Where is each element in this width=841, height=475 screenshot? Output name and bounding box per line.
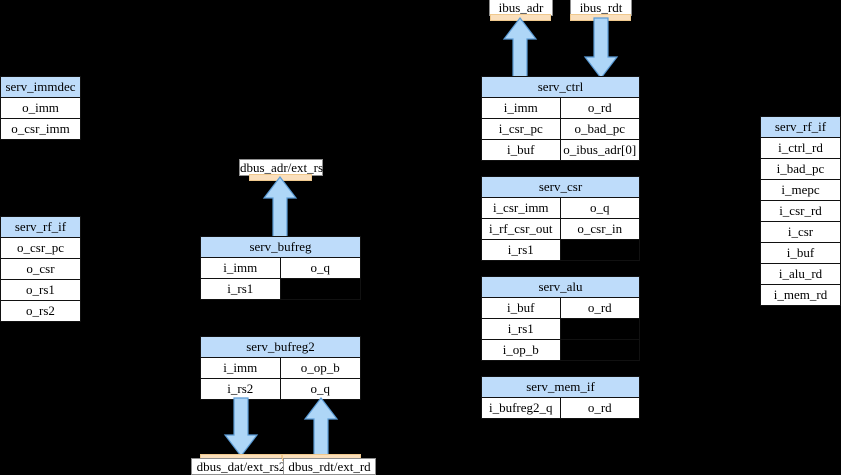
module-row: i_csr_rd [761, 201, 840, 222]
port-cell: o_q [280, 258, 360, 278]
module-serv-ctrl[interactable]: serv_ctrl i_imm o_rd i_csr_pc o_bad_pc i… [481, 76, 640, 161]
module-title: serv_bufreg [201, 237, 360, 258]
port-cell: i_imm [201, 258, 281, 278]
module-row: i_csr [761, 222, 840, 243]
port-cell: o_rd [560, 298, 639, 318]
dbus-adr-arrow [262, 176, 298, 239]
port-cell: o_imm [1, 98, 80, 118]
module-row: i_imm o_rd [482, 98, 639, 119]
module-serv-alu[interactable]: serv_alu i_buf o_rd i_rs1 i_op_b [481, 276, 640, 361]
port-cell: i_rs1 [201, 279, 281, 299]
module-row: o_rs1 [1, 280, 80, 301]
port-cell: o_q [560, 198, 639, 218]
module-row: i_bad_pc [761, 159, 840, 180]
module-serv-rf-if-right[interactable]: serv_rf_if i_ctrl_rd i_bad_pc i_mepc i_c… [760, 116, 841, 306]
bus-label-dbus-dat-ext-rs2: dbus_dat/ext_rs2 [191, 458, 291, 475]
module-title: serv_csr [482, 177, 639, 198]
module-row: o_imm [1, 98, 80, 119]
port-cell: o_bad_pc [560, 119, 639, 139]
dbus-dat-arrow [223, 397, 259, 457]
module-serv-immdec[interactable]: serv_immdec o_imm o_csr_imm [0, 76, 81, 140]
module-row: i_buf o_ibus_adr[0] [482, 140, 639, 160]
module-row: i_ctrl_rd [761, 138, 840, 159]
port-cell: i_rs1 [482, 319, 561, 339]
module-row: i_rs2 o_q [201, 379, 360, 399]
port-cell: o_csr_in [560, 219, 639, 239]
bus-label-dbus-adr-ext-rs1: dbus_adr/ext_rs1 [239, 159, 330, 176]
module-title: serv_mem_if [482, 377, 639, 398]
port-cell-empty [280, 279, 360, 299]
port-cell: i_rs2 [201, 379, 281, 399]
module-title: serv_immdec [1, 77, 80, 98]
port-cell: o_csr_imm [1, 119, 80, 139]
ibus-adr-arrow [502, 17, 538, 79]
port-cell: i_imm [482, 98, 561, 118]
port-cell: i_ctrl_rd [761, 138, 840, 158]
port-cell: i_buf [482, 140, 561, 160]
port-cell: o_csr_pc [1, 238, 80, 258]
port-cell: i_buf [482, 298, 561, 318]
port-cell: i_csr_rd [761, 201, 840, 221]
module-row: i_buf [761, 243, 840, 264]
port-cell: o_rs1 [1, 280, 80, 300]
module-row: i_imm o_op_b [201, 358, 360, 379]
module-serv-mem-if[interactable]: serv_mem_if i_bufreg2_q o_rd [481, 376, 640, 419]
module-row: i_op_b [482, 340, 639, 360]
port-cell: i_bad_pc [761, 159, 840, 179]
port-cell: i_mepc [761, 180, 840, 200]
port-cell: i_csr_pc [482, 119, 561, 139]
module-row: i_rf_csr_out o_csr_in [482, 219, 639, 240]
module-serv-rf-if-left[interactable]: serv_rf_if o_csr_pc o_csr o_rs1 o_rs2 [0, 216, 81, 322]
module-serv-csr[interactable]: serv_csr i_csr_imm o_q i_rf_csr_out o_cs… [481, 176, 640, 261]
port-cell: i_rf_csr_out [482, 219, 561, 239]
port-cell: o_csr [1, 259, 80, 279]
bus-label-ibus-rdt: ibus_rdt [570, 0, 632, 16]
port-cell: i_mem_rd [761, 285, 840, 305]
module-row: o_rs2 [1, 301, 80, 321]
module-row: i_rs1 [482, 319, 639, 340]
module-row: i_rs1 [482, 240, 639, 260]
module-row: i_imm o_q [201, 258, 360, 279]
port-cell-empty [560, 240, 639, 260]
module-row: i_csr_pc o_bad_pc [482, 119, 639, 140]
module-serv-bufreg[interactable]: serv_bufreg i_imm o_q i_rs1 [200, 236, 361, 300]
module-row: i_mem_rd [761, 285, 840, 305]
port-cell: o_q [280, 379, 360, 399]
bus-label-dbus-rdt-ext-rd: dbus_rdt/ext_rd [283, 458, 376, 475]
port-cell: i_imm [201, 358, 281, 378]
module-row: i_rs1 [201, 279, 360, 299]
ibus-rdt-arrow [583, 17, 619, 79]
port-cell-empty [560, 319, 639, 339]
module-title: serv_rf_if [1, 217, 80, 238]
port-cell: o_ibus_adr[0] [560, 140, 639, 160]
port-cell: i_bufreg2_q [482, 398, 561, 418]
dbus-rdt-arrow [303, 397, 339, 457]
port-cell: i_alu_rd [761, 264, 840, 284]
module-row: i_alu_rd [761, 264, 840, 285]
module-title: serv_alu [482, 277, 639, 298]
port-cell: i_buf [761, 243, 840, 263]
module-title: serv_rf_if [761, 117, 840, 138]
port-cell: o_rd [560, 98, 639, 118]
port-cell: i_op_b [482, 340, 561, 360]
port-cell: o_rs2 [1, 301, 80, 321]
module-row: i_mepc [761, 180, 840, 201]
module-row: o_csr_imm [1, 119, 80, 139]
module-title: serv_bufreg2 [201, 337, 360, 358]
module-row: o_csr_pc [1, 238, 80, 259]
module-row: i_csr_imm o_q [482, 198, 639, 219]
module-row: i_buf o_rd [482, 298, 639, 319]
module-serv-bufreg2[interactable]: serv_bufreg2 i_imm o_op_b i_rs2 o_q [200, 336, 361, 400]
port-cell: i_csr_imm [482, 198, 561, 218]
port-cell: o_rd [560, 398, 639, 418]
module-title: serv_ctrl [482, 77, 639, 98]
port-cell: i_rs1 [482, 240, 561, 260]
port-cell: i_csr [761, 222, 840, 242]
module-row: o_csr [1, 259, 80, 280]
port-cell: o_op_b [280, 358, 360, 378]
module-row: i_bufreg2_q o_rd [482, 398, 639, 418]
port-cell-empty [560, 340, 639, 360]
